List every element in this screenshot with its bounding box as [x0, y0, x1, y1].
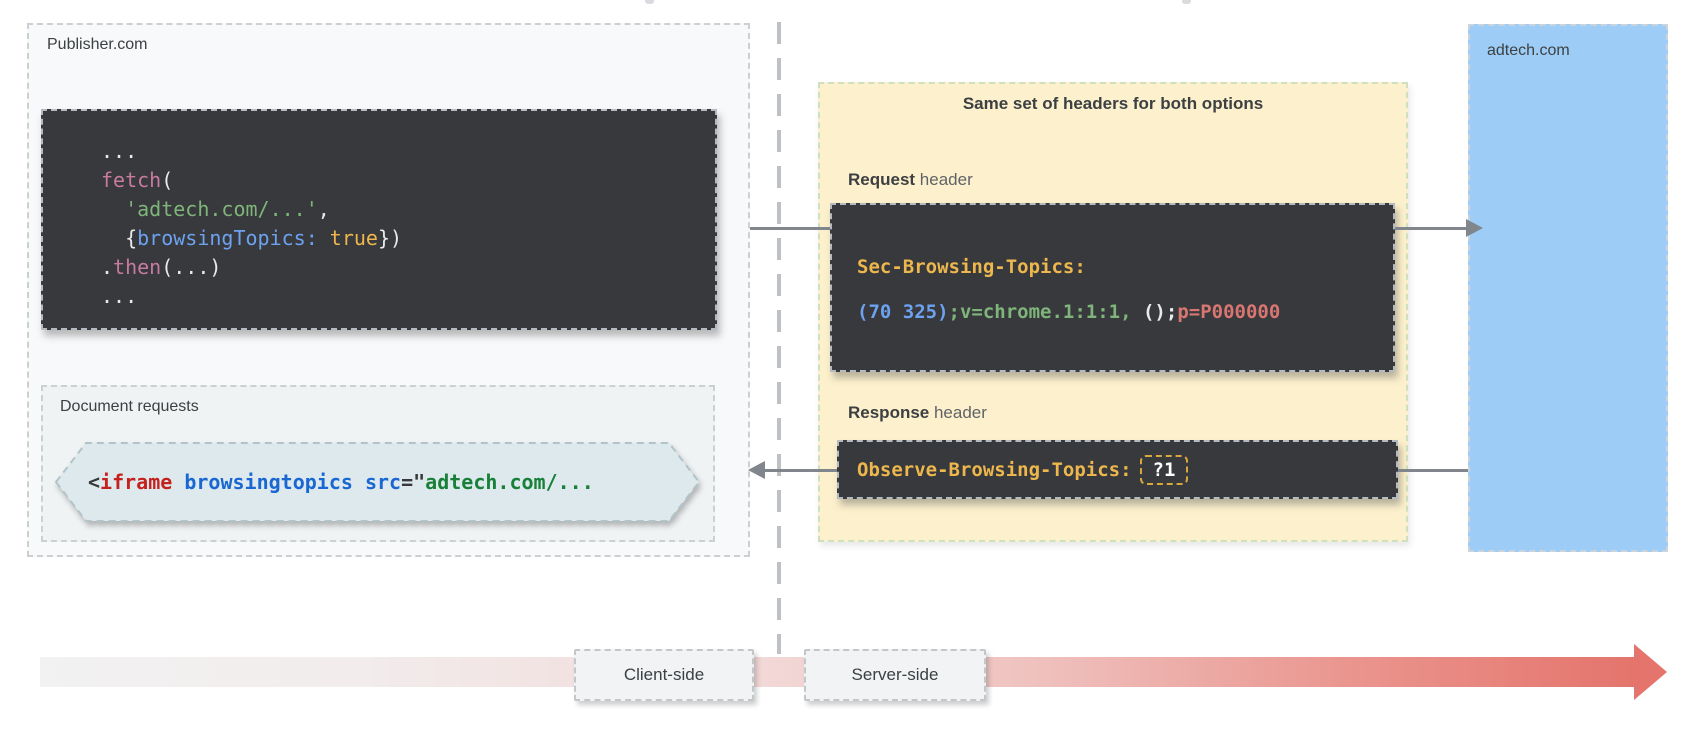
request-header-label: Request header [848, 170, 973, 189]
iframe-code: <iframe browsingtopics src="adtech.com/.… [88, 470, 594, 494]
response-connector-left [765, 469, 837, 472]
top-edge-fragment [645, 0, 654, 4]
code-line: fetch( [101, 168, 174, 192]
adtech-title: adtech.com [1487, 42, 1570, 59]
request-header-block: Sec-Browsing-Topics: (70 325);v=chrome.1… [830, 203, 1395, 372]
client-server-divider [777, 22, 781, 654]
document-requests-label: Document requests [60, 398, 199, 415]
response-header-label: Response header [848, 403, 987, 422]
request-connector-left [750, 227, 830, 230]
iframe-snippet-hexagon [54, 442, 701, 522]
response-header-name: Observe-Browsing-Topics: [857, 458, 1132, 481]
response-header-value-badge: ?1 [1139, 454, 1189, 485]
request-header-name: Sec-Browsing-Topics: [857, 256, 1086, 278]
adtech-box [1468, 24, 1668, 552]
publisher-title: Publisher.com [47, 36, 148, 53]
response-connector-right [1398, 469, 1468, 472]
top-edge-fragment [1182, 0, 1191, 4]
timeline-arrowhead-icon [1634, 644, 1667, 700]
response-header-block: Observe-Browsing-Topics: ?1 [837, 440, 1398, 499]
code-line: ... [101, 284, 138, 308]
code-line: {browsingTopics: true}) [101, 226, 403, 250]
request-arrowhead-icon [1466, 219, 1483, 237]
code-line: 'adtech.com/...', [101, 197, 330, 221]
fetch-code-block: ... fetch( 'adtech.com/...', {browsingTo… [41, 109, 717, 330]
client-side-badge: Client-side [574, 649, 754, 701]
request-connector-right [1395, 227, 1468, 230]
response-arrowhead-icon [748, 461, 765, 479]
request-header-value: (70 325);v=chrome.1:1:1, ();p=P000000 [857, 301, 1281, 323]
code-line: ... [101, 139, 138, 163]
headers-panel-title: Same set of headers for both options [962, 94, 1264, 113]
server-side-badge: Server-side [804, 649, 986, 701]
code-line: .then(...) [101, 255, 222, 279]
